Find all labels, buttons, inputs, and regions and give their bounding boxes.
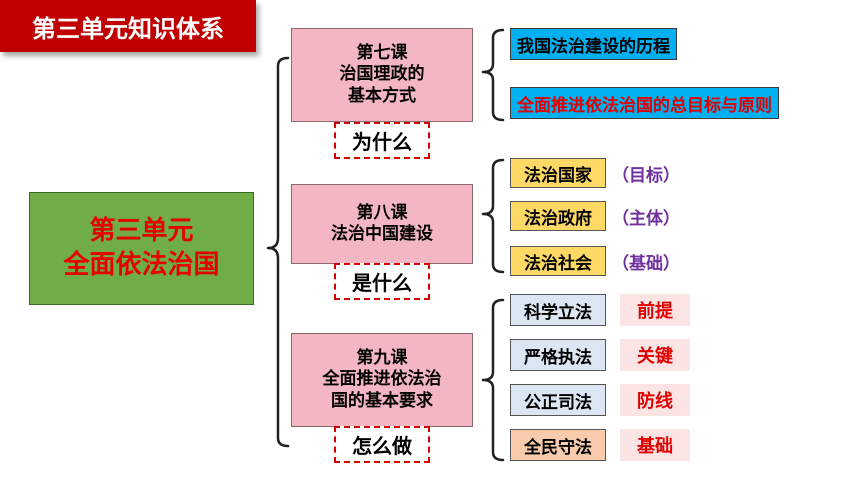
lesson7-question: 为什么 [334, 122, 430, 159]
lesson9-box: 第九课 全面推进依法治 国的基本要求 [291, 333, 473, 427]
lesson8-note-government: （主体） [612, 208, 680, 229]
lesson9-item-enforcement: 严格执法 [510, 339, 606, 371]
lesson9-item-compliance: 全民守法 [510, 429, 606, 461]
lesson8-item-society: 法治社会 [510, 246, 606, 276]
lesson9-item-justice: 公正司法 [510, 384, 606, 416]
lesson9-tag-justice: 防线 [620, 384, 690, 416]
lesson8-box: 第八课 法治中国建设 [291, 184, 473, 264]
lesson7-box: 第七课 治国理政的 基本方式 [291, 28, 473, 122]
lesson7-line1: 第七课 [356, 43, 408, 64]
lesson7-item-history: 我国法治建设的历程 [510, 28, 677, 60]
lesson8-line2: 法治中国建设 [331, 224, 433, 244]
lesson9-line3: 国的基本要求 [331, 390, 433, 411]
unit-line1: 第三单元 [89, 215, 194, 246]
main-bracket [266, 56, 290, 448]
lesson8-note-society: （基础） [612, 253, 680, 274]
page-title: 第三单元知识体系 [0, 0, 256, 52]
unit-line2: 全面依法治国 [63, 249, 220, 280]
lesson9-tag-enforcement: 关键 [620, 339, 690, 371]
lesson8-item-government: 法治政府 [510, 201, 606, 231]
lesson8-question: 是什么 [334, 263, 430, 300]
lesson9-bracket [481, 298, 505, 462]
lesson7-line3: 基本方式 [348, 85, 416, 106]
lesson8-item-state: 法治国家 [510, 158, 606, 188]
lesson9-tag-legislation: 前提 [620, 294, 690, 326]
lesson8-bracket [481, 158, 505, 274]
lesson9-line1: 第九课 [356, 348, 408, 369]
lesson7-bracket [481, 28, 505, 122]
lesson7-line2: 治国理政的 [339, 64, 425, 85]
lesson9-item-legislation: 科学立法 [510, 294, 606, 326]
unit-box: 第三单元 全面依法治国 [29, 192, 254, 305]
lesson8-line1: 第八课 [356, 202, 408, 223]
lesson9-tag-compliance: 基础 [620, 429, 690, 461]
lesson9-line2: 全面推进依法治 [322, 369, 442, 390]
lesson8-note-state: （目标） [612, 165, 680, 186]
lesson9-question: 怎么做 [334, 426, 430, 463]
lesson7-item-goal: 全面推进依法治国的总目标与原则 [510, 87, 779, 119]
